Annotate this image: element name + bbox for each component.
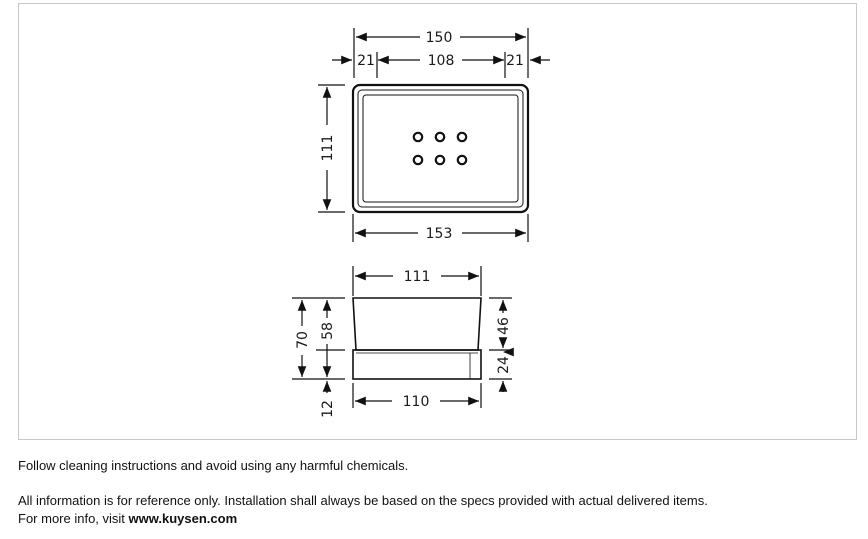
dim-left-rim: 21 <box>357 53 375 69</box>
dim-upper-height: 58 <box>320 322 336 340</box>
dim-inner-width: 108 <box>428 53 455 69</box>
disclaimer-note: All information is for reference only. I… <box>18 493 708 508</box>
website-link[interactable]: www.kuysen.com <box>128 511 238 526</box>
dim-side-bottom-width: 110 <box>403 394 430 410</box>
dim-right-lower: 24 <box>496 356 512 374</box>
dim-base-height: 12 <box>320 400 336 418</box>
dim-base-width: 153 <box>426 226 453 242</box>
more-info-line: For more info, visit www.kuysen.com <box>18 511 237 526</box>
cleaning-note: Follow cleaning instructions and avoid u… <box>18 458 409 473</box>
dim-right-rim: 21 <box>506 53 524 69</box>
dim-right-upper: 46 <box>496 317 512 335</box>
dim-total-height: 70 <box>295 331 311 349</box>
dim-height: 111 <box>320 135 336 162</box>
drain-holes <box>412 131 468 166</box>
drawing-frame <box>18 3 857 440</box>
dim-side-top-width: 111 <box>404 269 431 285</box>
technical-drawing: 150 108 21 21 111 153 111 110 70 58 12 4… <box>292 28 550 418</box>
dim-overall-width: 150 <box>426 30 453 46</box>
more-info-prefix: For more info, visit <box>18 511 129 526</box>
